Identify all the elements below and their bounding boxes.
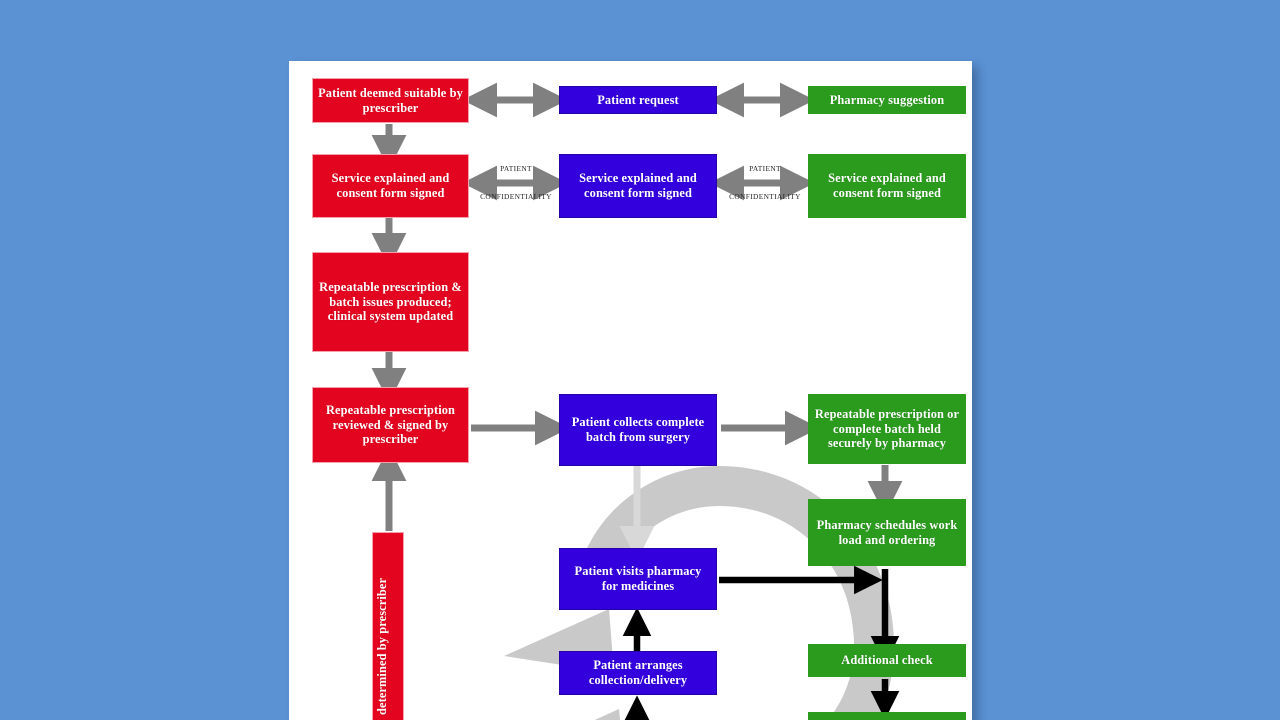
- node-label: Pharmacy schedules work load and orderin…: [816, 517, 958, 547]
- node-label: Repeatable prescription & batch issues p…: [319, 279, 462, 324]
- document-page: Patient deemed suitable by prescriber Se…: [289, 61, 972, 720]
- node-patient-request[interactable]: Patient request: [559, 86, 717, 114]
- node-repeatable-prescription-produced[interactable]: Repeatable prescription & batch issues p…: [312, 252, 469, 352]
- node-patient-collects-batch[interactable]: Patient collects complete batch from sur…: [559, 394, 717, 466]
- edge-label-left-confidentiality: Confidentiality: [480, 192, 552, 201]
- node-patient-deemed-suitable[interactable]: Patient deemed suitable by prescriber: [312, 78, 469, 123]
- node-additional-check[interactable]: Additional check: [808, 644, 966, 677]
- node-label: Service explained and consent form signe…: [331, 171, 450, 200]
- edge-label-left-patient: Patient: [500, 164, 532, 173]
- node-label: Repeatable prescription or complete batc…: [814, 406, 960, 451]
- node-pharmacy-schedules-workload[interactable]: Pharmacy schedules work load and orderin…: [808, 499, 966, 566]
- node-label: Service explained and consent form signe…: [579, 171, 697, 200]
- node-label: determined by prescriber: [375, 577, 389, 716]
- node-repeatable-prescription-reviewed[interactable]: Repeatable prescription reviewed & signe…: [312, 387, 469, 463]
- node-prescription-held-securely[interactable]: Repeatable prescription or complete batc…: [808, 394, 966, 464]
- node-service-explained-pharmacy[interactable]: Service explained and consent form signe…: [808, 154, 966, 218]
- node-label: Patient deemed suitable by prescriber: [318, 85, 463, 115]
- edge-label-right-confidentiality: Confidentiality: [729, 192, 801, 201]
- node-service-explained-prescriber[interactable]: Service explained and consent form signe…: [312, 154, 469, 218]
- node-pharmacy-suggestion[interactable]: Pharmacy suggestion: [808, 86, 966, 114]
- node-patient-visits-pharmacy[interactable]: Patient visits pharmacy for medicines: [559, 548, 717, 610]
- node-service-explained-patient[interactable]: Service explained and consent form signe…: [559, 154, 717, 218]
- node-pharmacy-next-step[interactable]: [808, 712, 966, 720]
- node-label: Patient request: [597, 92, 679, 107]
- node-patient-arranges-collection[interactable]: Patient arranges collection/delivery: [559, 651, 717, 695]
- node-label: Pharmacy suggestion: [829, 92, 945, 107]
- node-determined-by-prescriber-bar[interactable]: determined by prescriber: [372, 532, 404, 720]
- node-label: Patient collects complete batch from sur…: [571, 415, 705, 444]
- edge-label-right-patient: Patient: [749, 164, 781, 173]
- node-label: Patient arranges collection/delivery: [588, 658, 688, 687]
- node-label: Service explained and consent form signe…: [828, 171, 946, 200]
- node-label: Repeatable prescription reviewed & signe…: [325, 402, 456, 447]
- cycle-arrow-head-bottom: [594, 709, 621, 720]
- node-label: Patient visits pharmacy for medicines: [574, 564, 702, 593]
- node-label: Additional check: [841, 653, 933, 668]
